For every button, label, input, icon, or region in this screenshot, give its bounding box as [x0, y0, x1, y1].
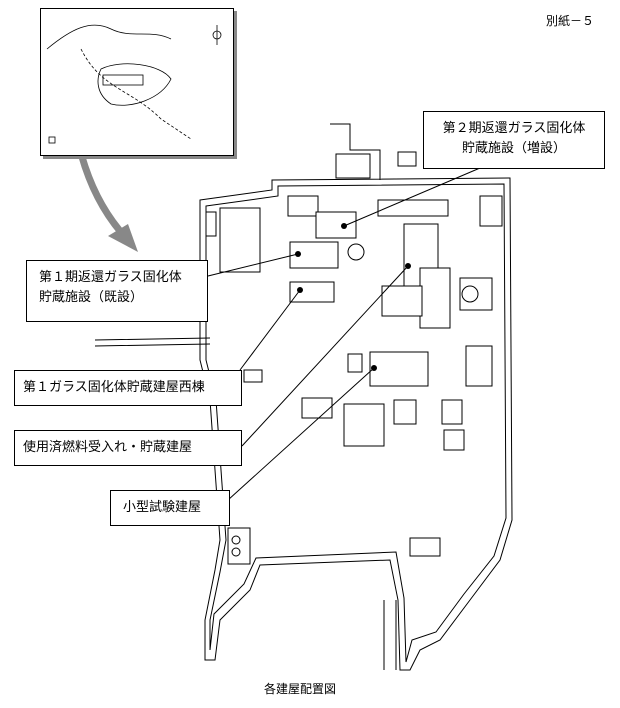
building-block — [377, 199, 449, 217]
phase2-storage — [315, 211, 357, 239]
site-boundary-inner — [205, 183, 507, 663]
gate-building-2 — [397, 151, 417, 167]
tank-symbol — [461, 285, 479, 303]
leader-spent — [241, 265, 409, 447]
callout-small-test: 小型試験建屋 — [110, 490, 230, 526]
building-block — [441, 399, 463, 425]
callout-phase1-storage: 第１期返還ガラス固化体 貯蔵施設（既設） — [26, 260, 208, 322]
building-block — [465, 345, 493, 387]
leader-phase1 — [207, 253, 299, 277]
site-marker — [102, 74, 144, 86]
leader-west — [239, 289, 301, 371]
inset-location-map — [40, 8, 234, 156]
figure-caption: 各建屋配置図 — [264, 682, 337, 696]
building-block — [243, 369, 263, 383]
location-arrow-head — [108, 224, 138, 252]
road-line — [80, 48, 192, 140]
inset-map-drawing — [46, 24, 222, 144]
building-block — [205, 211, 217, 237]
north-gate-road — [330, 123, 381, 180]
callout-spent-fuel: 使用済燃料受入れ・貯蔵建屋 — [14, 430, 242, 466]
building-block — [227, 527, 251, 565]
building-block — [381, 285, 423, 317]
building-block — [219, 207, 261, 273]
building-block — [419, 267, 451, 329]
lake-outline — [97, 63, 172, 106]
legend-box — [48, 136, 56, 144]
building-block — [287, 195, 319, 217]
building-block — [443, 429, 465, 451]
callout-line: 第１ガラス固化体貯蔵建屋西棟 — [23, 380, 205, 395]
callout-line: 使用済燃料受入れ・貯蔵建屋 — [23, 440, 193, 455]
building-block — [347, 353, 363, 373]
building-block — [459, 277, 493, 311]
marker-dot — [405, 263, 411, 269]
building-block — [343, 403, 385, 447]
callout-line: 貯蔵施設（既設） — [39, 290, 144, 305]
callout-line: 小型試験建屋 — [123, 500, 202, 515]
tank-symbol — [231, 547, 241, 557]
leader-phase2 — [343, 167, 481, 227]
marker-dot — [371, 365, 377, 371]
small-test-building — [369, 351, 429, 387]
callout-phase2-storage: 第２期返還ガラス固化体 貯蔵施設（増設） — [423, 111, 605, 169]
building-block — [301, 397, 333, 419]
page-label: 別紙－５ — [546, 14, 595, 28]
callout-line: 第２期返還ガラス固化体 — [442, 121, 586, 136]
gate-building — [335, 153, 371, 179]
tank-symbol — [231, 535, 241, 545]
building-block — [409, 537, 441, 557]
west-storage — [289, 281, 335, 303]
site-boundary-road — [199, 177, 513, 671]
marker-dot — [295, 251, 301, 257]
marker-dot — [341, 223, 347, 229]
callout-west-building: 第１ガラス固化体貯蔵建屋西棟 — [14, 370, 242, 406]
building-block — [393, 399, 417, 425]
callout-line: 第１期返還ガラス固化体 — [39, 270, 182, 285]
tank-symbol — [347, 243, 365, 261]
callout-line: 貯蔵施設（増設） — [461, 141, 566, 156]
leader-small — [227, 367, 375, 501]
coastline — [46, 24, 172, 50]
marker-dot — [297, 287, 303, 293]
building-block — [479, 195, 503, 227]
west-access-road — [94, 337, 211, 347]
south-access-road — [383, 600, 397, 670]
